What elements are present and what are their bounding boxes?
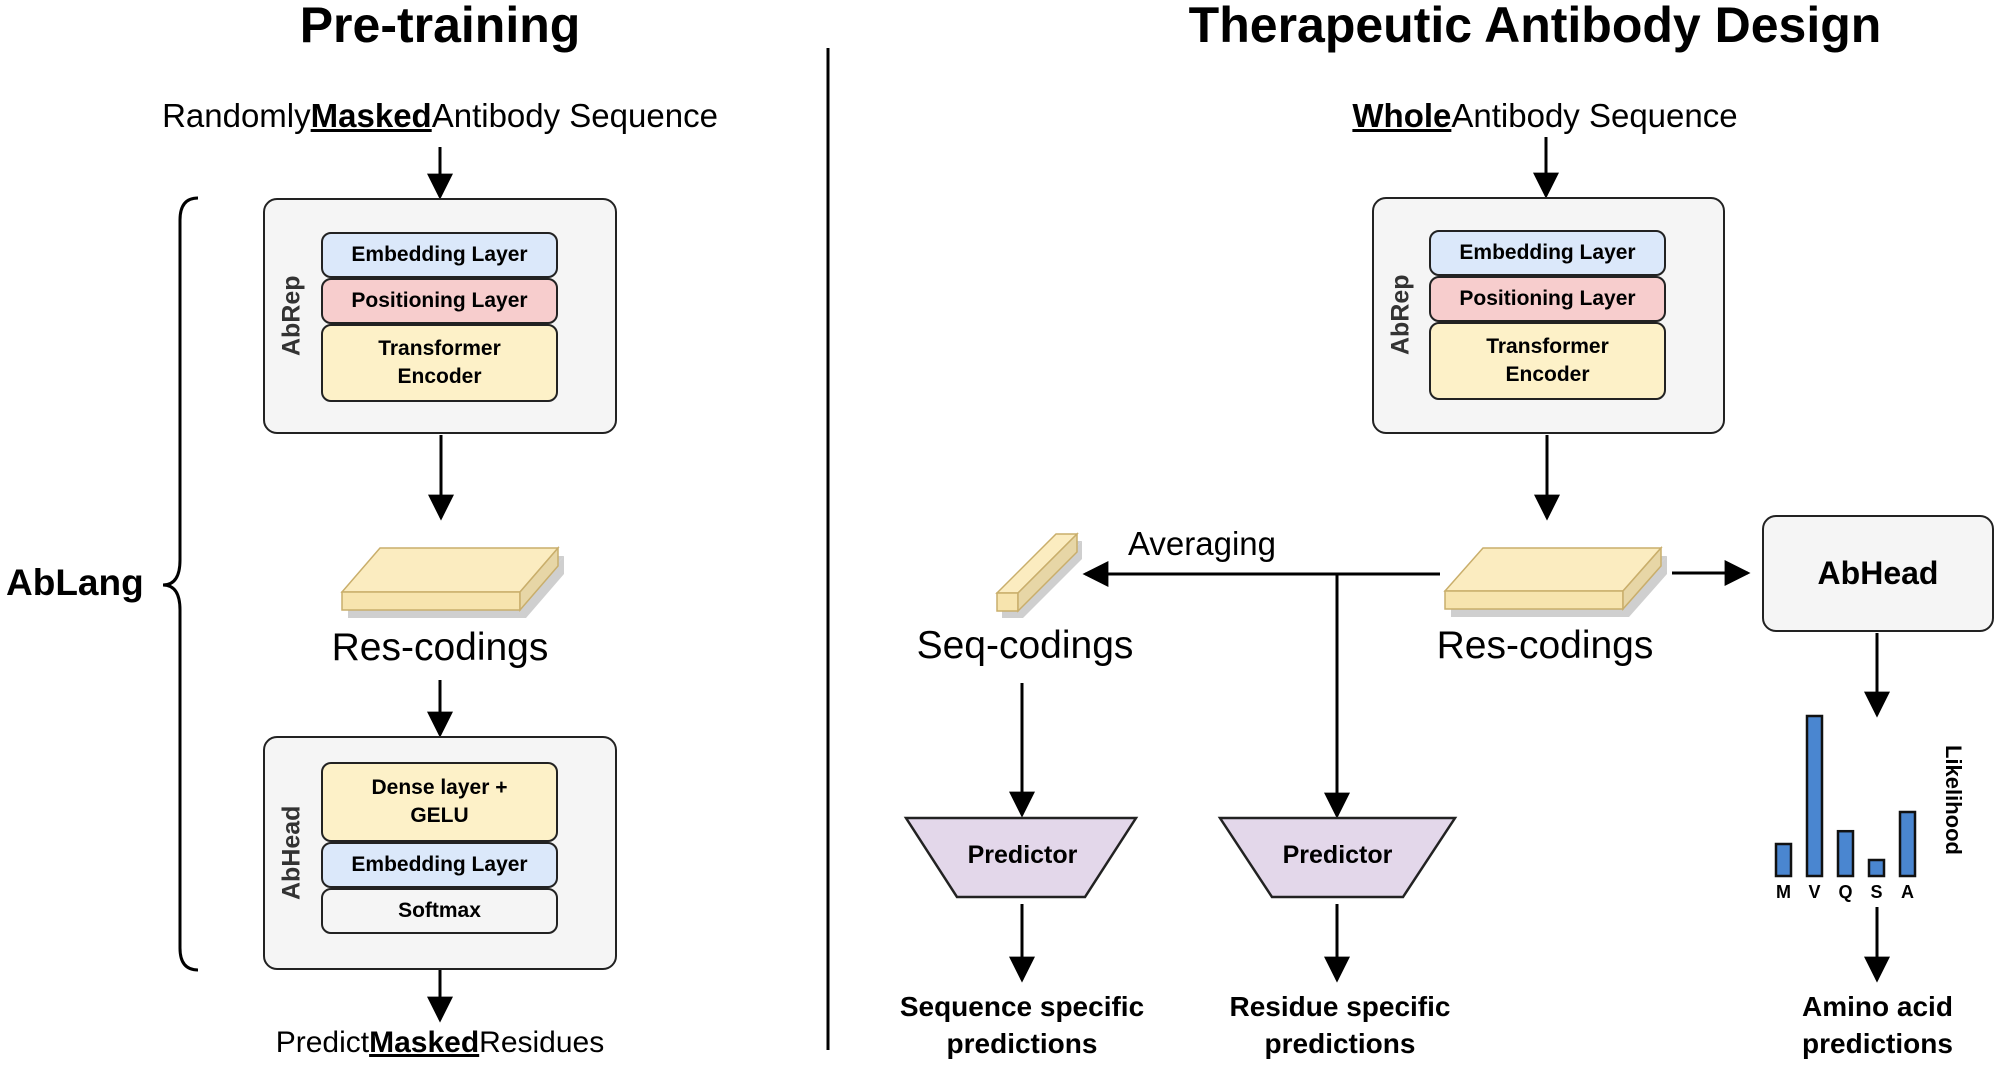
residue-predictions-label: Residue specific predictions <box>1190 988 1490 1062</box>
input-emph: Masked <box>310 97 432 134</box>
res-codings-slab-right <box>1443 546 1667 617</box>
likelihood-axis-label: Likelihood <box>1941 745 1966 855</box>
input-suffix: Antibody Sequence <box>431 97 718 134</box>
likelihood-axis-label-wrap: Likelihood <box>1935 730 1971 870</box>
ablang-bracket <box>162 196 199 972</box>
likelihood-tick-a: A <box>1901 881 1914 902</box>
abrep-label-right: AbRep <box>1386 274 1415 356</box>
predictor-label-residue: Predictor <box>1282 840 1393 869</box>
likelihood-bar-s <box>1867 858 1886 878</box>
likelihood-tick-v: V <box>1808 881 1821 902</box>
sequence-predictions-label: Sequence specific predictions <box>872 988 1172 1062</box>
residue-predictions-line2: predictions <box>1264 1028 1416 1059</box>
sequence-predictions-line2: predictions <box>946 1028 1098 1059</box>
seq-codings-slab <box>995 532 1082 618</box>
whole-suffix: Antibody Sequence <box>1451 97 1738 134</box>
input-prefix: Randomly <box>162 97 311 134</box>
likelihood-bar-v <box>1805 714 1824 878</box>
softmax-layer: Softmax <box>321 888 558 934</box>
whole-emph: Whole <box>1352 97 1452 134</box>
output-suffix: Residues <box>479 1026 605 1059</box>
predictor-label-sequence: Predictor <box>967 840 1078 869</box>
dense-gelu-layer: Dense layer + GELU <box>321 762 558 842</box>
amino-predictions-line1: Amino acid <box>1802 991 1953 1022</box>
predictor-shape-sequence <box>903 816 1139 899</box>
design-title: Therapeutic Antibody Design <box>1188 0 1882 53</box>
amino-acid-predictions-label: Amino acid predictions <box>1770 988 1985 1062</box>
embedding-layer-head-left: Embedding Layer <box>321 842 558 888</box>
masked-sequence-input-label: Randomly Masked Antibody Sequence <box>120 92 760 140</box>
ablang-label: AbLang <box>6 562 144 603</box>
residue-predictions-line1: Residue specific <box>1229 991 1451 1022</box>
pretraining-title: Pre-training <box>299 0 581 53</box>
abhead-label-left: AbHead <box>277 805 306 901</box>
likelihood-bar-m <box>1774 842 1793 878</box>
predict-masked-output-label: Predict Masked Residues <box>190 1020 690 1066</box>
abhead-box-right: AbHead <box>1762 515 1994 632</box>
sequence-predictions-line1: Sequence specific <box>899 991 1145 1022</box>
likelihood-bar-a <box>1898 810 1917 878</box>
averaging-label: Averaging <box>1128 525 1277 562</box>
res-codings-slab-left <box>340 545 564 618</box>
positioning-layer-left: Positioning Layer <box>321 278 558 324</box>
likelihood-tick-q: Q <box>1838 881 1853 902</box>
output-prefix: Predict <box>275 1026 370 1059</box>
likelihood-tick-s: S <box>1870 881 1883 902</box>
whole-sequence-input-label: Whole Antibody Sequence <box>1280 92 1810 140</box>
likelihood-bars <box>1774 714 1917 878</box>
res-codings-label-right: Res-codings <box>1436 624 1654 667</box>
output-emph: Masked <box>369 1026 480 1059</box>
abrep-label-left: AbRep <box>277 275 306 357</box>
embedding-layer-left: Embedding Layer <box>321 232 558 278</box>
embedding-layer-right: Embedding Layer <box>1429 230 1666 276</box>
seq-codings-label: Seq-codings <box>916 624 1134 667</box>
res-codings-label-left: Res-codings <box>331 626 549 669</box>
likelihood-bar-q <box>1836 829 1855 878</box>
transformer-encoder-right: Transformer Encoder <box>1429 322 1666 400</box>
predictor-shape-residue <box>1217 816 1458 899</box>
amino-predictions-line2: predictions <box>1802 1028 1953 1059</box>
transformer-encoder-left: Transformer Encoder <box>321 324 558 402</box>
positioning-layer-right: Positioning Layer <box>1429 276 1666 322</box>
likelihood-tick-m: M <box>1776 881 1791 902</box>
